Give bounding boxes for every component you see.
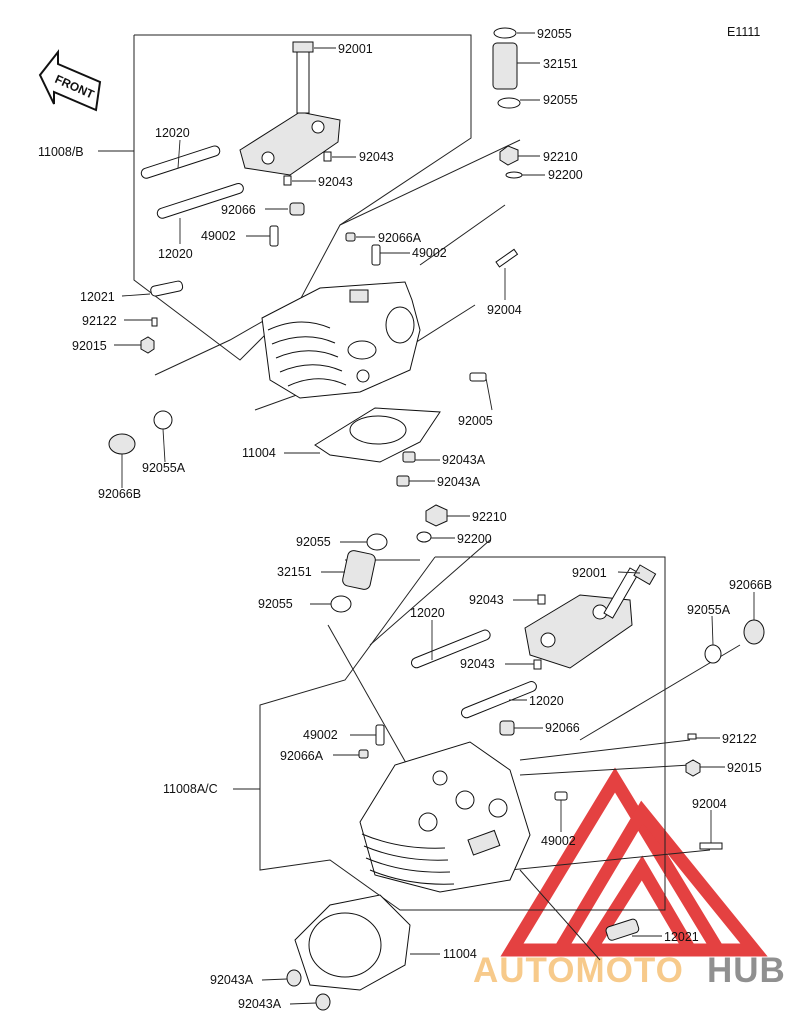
- label-12020: 12020: [158, 247, 193, 261]
- upper-cap-92066: [289, 202, 305, 216]
- upper-rocker-holder: [239, 41, 341, 186]
- label-92004: 92004: [487, 303, 522, 317]
- label-92066a: 92066A: [280, 749, 324, 763]
- upper-stud-92004: [495, 248, 519, 268]
- label-92066a: 92066A: [378, 231, 422, 245]
- lower-rocker-shaft-2: [461, 681, 537, 719]
- label-92200: 92200: [457, 532, 492, 546]
- upper-plug-49002-a: [269, 225, 279, 247]
- watermark: AUTOMOTO HUB: [473, 767, 786, 990]
- lower-stud-92004: [699, 842, 723, 850]
- label-92210: 92210: [472, 510, 507, 524]
- label-92043: 92043: [469, 593, 504, 607]
- label-92055: 92055: [537, 27, 572, 41]
- label-92066b: 92066B: [98, 487, 141, 501]
- label-92122: 92122: [82, 314, 117, 328]
- label-92055: 92055: [543, 93, 578, 107]
- lower-gasket-12021: [605, 918, 640, 941]
- label-92055: 92055: [296, 535, 331, 549]
- lower-cap-92066: [499, 720, 515, 736]
- label-12021: 12021: [80, 290, 115, 304]
- label-92122: 92122: [722, 732, 757, 746]
- upper-side-plug: [108, 410, 173, 455]
- lower-oil-pipe: [330, 533, 388, 613]
- label-92055: 92055: [258, 597, 293, 611]
- lower-frame: [233, 539, 741, 961]
- upper-head-gasket: [314, 407, 441, 463]
- label-92066: 92066: [545, 721, 580, 735]
- label-92055a: 92055A: [687, 603, 731, 617]
- lower-plug-49002-a: [375, 724, 385, 746]
- upper-nut-92015: [140, 336, 155, 354]
- upper-leaders: [114, 32, 545, 488]
- upper-cap-92066a: [345, 232, 356, 242]
- front-arrow-icon: FRONT: [38, 49, 102, 112]
- upper-nut: [499, 145, 523, 179]
- label-92043a: 92043A: [238, 997, 282, 1011]
- label-92210: 92210: [543, 150, 578, 164]
- label-92200: 92200: [548, 168, 583, 182]
- lower-cap-92066a: [358, 749, 369, 759]
- label-92001: 92001: [572, 566, 607, 580]
- upper-oil-pipe: [492, 27, 521, 109]
- label-11008-b: 11008/B: [38, 145, 84, 159]
- upper-labels: 92001 92055 32151 92055 11008/B 12020 92…: [38, 27, 583, 501]
- label-92043: 92043: [359, 150, 394, 164]
- lower-rocker-shaft-1: [411, 629, 491, 669]
- label-92043a: 92043A: [442, 453, 486, 467]
- watermark-text-right: HUB: [707, 951, 786, 990]
- upper-rocker-shaft-2: [156, 182, 244, 219]
- label-49002: 49002: [303, 728, 338, 742]
- label-92005: 92005: [458, 414, 493, 428]
- lower-head-gasket: [294, 894, 411, 991]
- upper-dowel-92043a-a: [402, 451, 416, 463]
- lower-leaders: [261, 515, 755, 1005]
- label-92015: 92015: [72, 339, 107, 353]
- label-92066: 92066: [221, 203, 256, 217]
- upper-pin-92122: [151, 317, 158, 327]
- lower-cylinder-head: [359, 741, 531, 893]
- lower-dowel-92043a-a: [286, 969, 302, 987]
- upper-plug-49002-b: [371, 244, 381, 266]
- label-49002: 49002: [541, 834, 576, 848]
- lower-rocker-holder: [524, 564, 657, 670]
- label-92066b: 92066B: [729, 578, 772, 592]
- label-32151: 32151: [543, 57, 578, 71]
- upper-bolt-92005: [469, 372, 487, 382]
- label-11004: 11004: [443, 947, 477, 961]
- label-11008a-c: 11008A/C: [163, 782, 218, 796]
- label-92043: 92043: [318, 175, 353, 189]
- label-92055a: 92055A: [142, 461, 186, 475]
- label-12020: 12020: [155, 126, 190, 140]
- label-92043a: 92043A: [210, 973, 254, 987]
- label-12020: 12020: [410, 606, 445, 620]
- diagram-code: E1111: [727, 25, 760, 39]
- label-92043a: 92043A: [437, 475, 481, 489]
- lower-dowel-92043a-b: [315, 993, 331, 1011]
- lower-plug-49002-b: [554, 791, 568, 801]
- lower-nut-92015: [685, 759, 701, 777]
- upper-dowel-92043a-b: [396, 475, 410, 487]
- label-92004: 92004: [692, 797, 727, 811]
- label-12021: 12021: [664, 930, 699, 944]
- upper-cylinder-head: [261, 281, 421, 399]
- lower-side-plug: [704, 619, 765, 664]
- label-92015: 92015: [727, 761, 762, 775]
- label-12020: 12020: [529, 694, 564, 708]
- label-49002: 49002: [412, 246, 447, 260]
- lower-nut: [416, 504, 448, 543]
- label-32151: 32151: [277, 565, 312, 579]
- upper-rocker-shaft-1: [140, 145, 221, 179]
- label-92043: 92043: [460, 657, 495, 671]
- lower-labels: 92210 92055 92200 32151 92001 92066B 920…: [163, 510, 772, 1011]
- label-49002: 49002: [201, 229, 236, 243]
- watermark-text-left: AUTOMOTO: [473, 951, 684, 990]
- lower-pin-92122: [687, 733, 697, 740]
- label-92001: 92001: [338, 42, 373, 56]
- label-11004: 11004: [242, 446, 276, 460]
- upper-gasket-12021: [150, 280, 184, 297]
